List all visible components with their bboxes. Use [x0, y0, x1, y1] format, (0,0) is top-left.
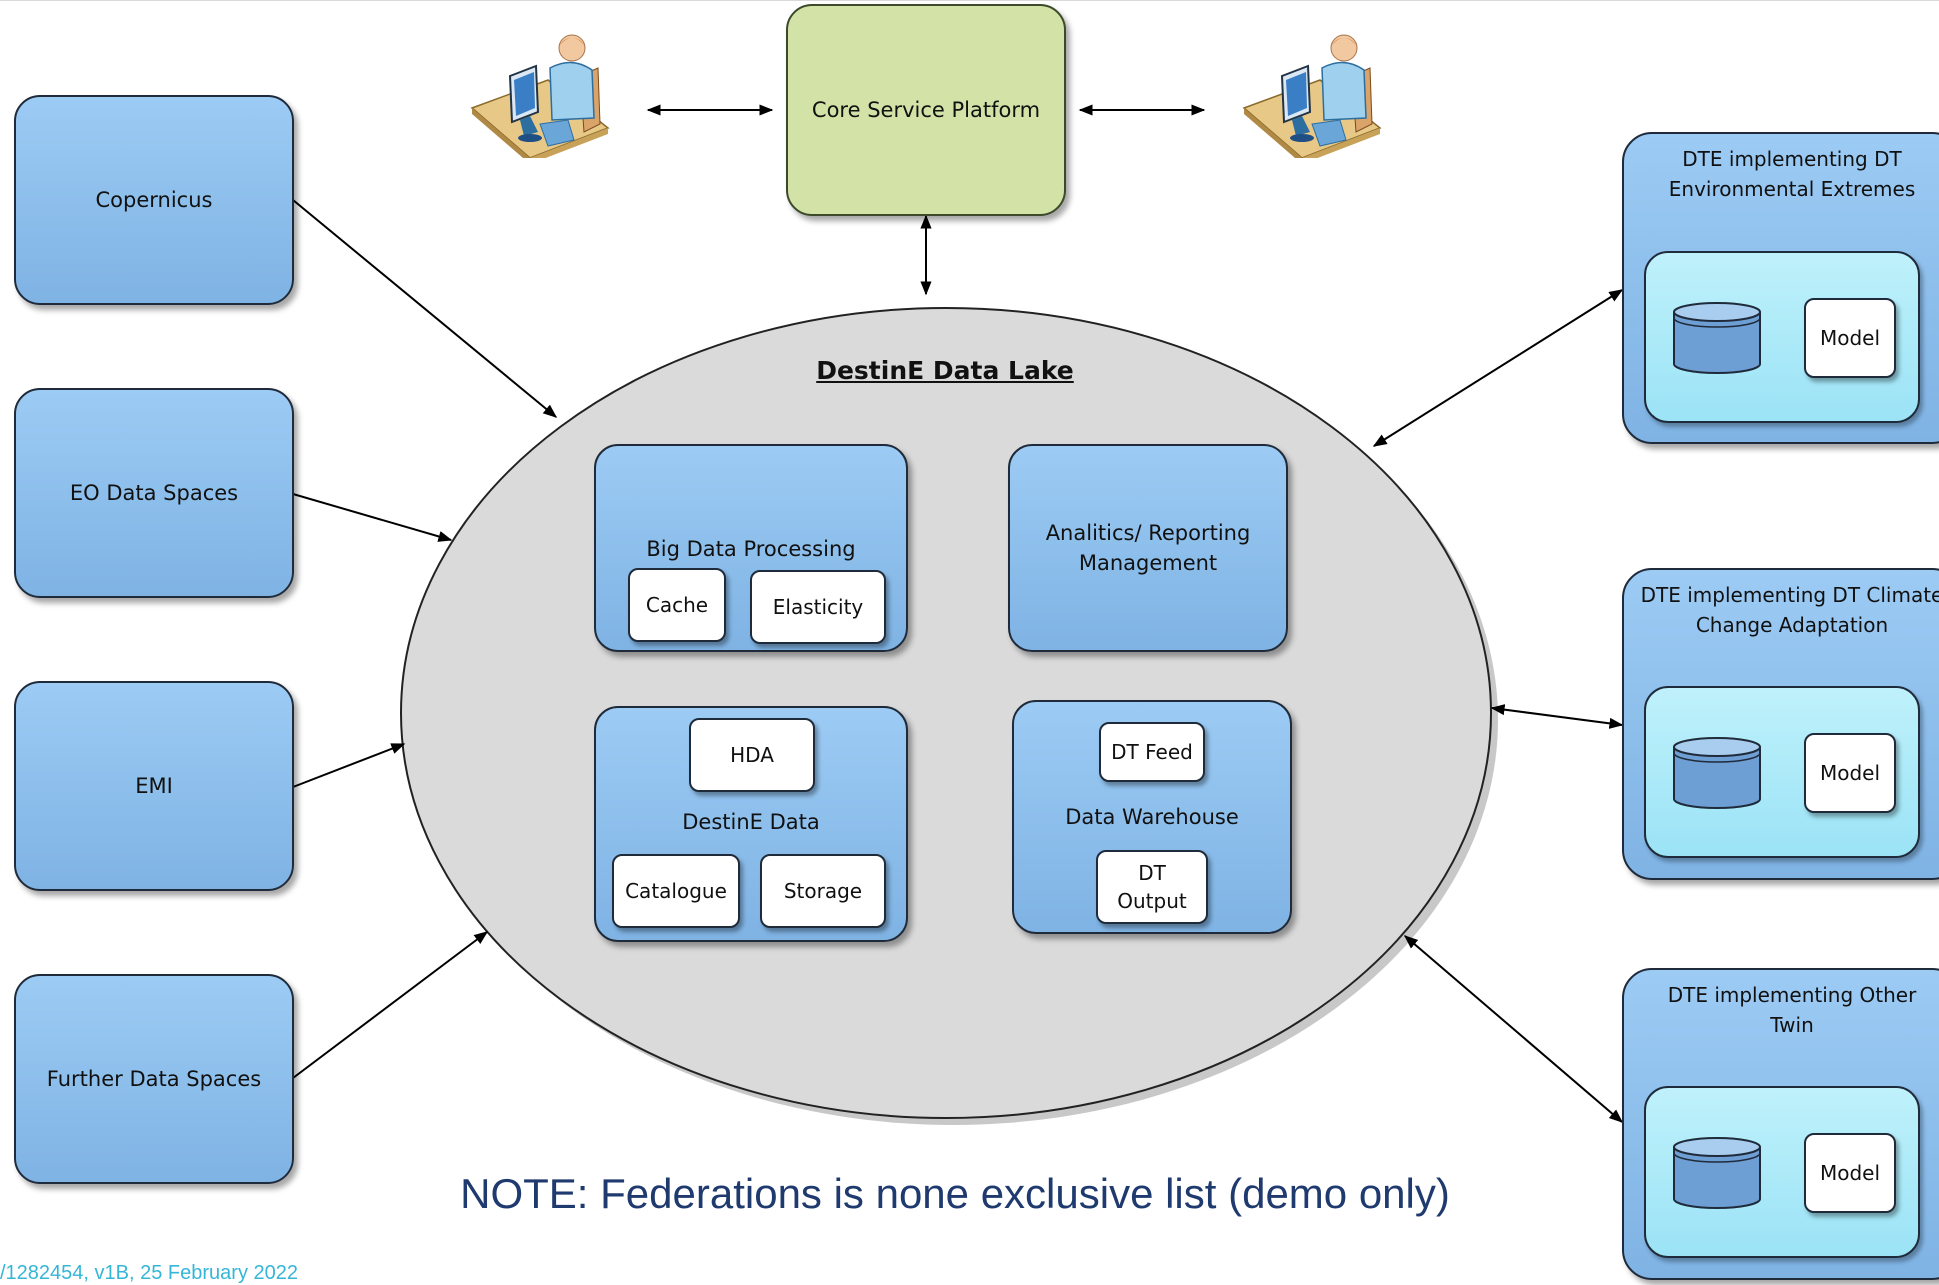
arrow-further-lake — [292, 931, 489, 1079]
dt-feed-chip: DT Feed — [1099, 722, 1205, 782]
dt-output-line1: DT — [1138, 861, 1166, 885]
dte-3-title-line1: DTE implementing Other — [1667, 983, 1917, 1007]
footer-reference: /1282454, v1B, 25 February 2022 — [0, 1262, 298, 1284]
dte-1-title-line1: DTE implementing DT — [1682, 147, 1902, 171]
model-chip-3: Model — [1804, 1133, 1896, 1213]
emi-box: EMI — [14, 681, 294, 891]
arrow-lake-dte2 — [1490, 704, 1624, 729]
core-service-platform-box: Core Service Platform — [786, 4, 1066, 216]
user-at-computer-icon — [1242, 34, 1382, 158]
dte-3-title: DTE implementing Other Twin — [1622, 980, 1939, 1040]
copernicus-box: Copernicus — [14, 95, 294, 305]
copernicus-label: Copernicus — [95, 188, 213, 212]
model-chip-1: Model — [1804, 298, 1896, 378]
destine-data-label: DestinE Data — [682, 810, 820, 834]
dt-output-chip: DT Output — [1096, 850, 1208, 924]
elasticity-chip: Elasticity — [750, 570, 886, 644]
top-divider — [0, 0, 1939, 1]
core-service-platform-label: Core Service Platform — [811, 98, 1041, 122]
emi-label: EMI — [135, 774, 173, 798]
dte-1-title-line2: Environmental Extremes — [1668, 177, 1916, 201]
dte-3-title-line2: Twin — [1770, 1013, 1814, 1037]
hda-chip: HDA — [689, 718, 815, 792]
model-chip-2: Model — [1804, 733, 1896, 813]
data-lake-ellipse — [400, 307, 1492, 1119]
dte-2-title: DTE implementing DT Climate Change Adapt… — [1622, 580, 1939, 640]
user-at-computer-icon — [470, 34, 610, 158]
database-icon — [1673, 1137, 1761, 1209]
database-icon — [1673, 737, 1761, 809]
data-warehouse-label: Data Warehouse — [1065, 805, 1239, 829]
dt-output-line2: Output — [1117, 889, 1187, 913]
eo-data-spaces-box: EO Data Spaces — [14, 388, 294, 598]
further-data-spaces-box: Further Data Spaces — [14, 974, 294, 1184]
arrow-copernicus-lake — [292, 199, 558, 418]
big-data-processing-label: Big Data Processing — [646, 537, 856, 561]
analytics-reporting-box: Analitics/ Reporting Management — [1008, 444, 1288, 652]
data-lake-title: DestinE Data Lake — [816, 356, 1074, 385]
database-icon — [1673, 302, 1761, 374]
cache-chip: Cache — [628, 568, 726, 642]
analytics-label-line2: Management — [1078, 551, 1218, 575]
arrow-eo-lake — [292, 493, 453, 542]
arrow-emi-lake — [292, 743, 406, 788]
further-data-spaces-label: Further Data Spaces — [46, 1067, 262, 1091]
note-text: NOTE: Federations is none exclusive list… — [460, 1170, 1450, 1217]
catalogue-chip: Catalogue — [612, 854, 740, 928]
dte-1-title: DTE implementing DT Environmental Extrem… — [1622, 144, 1939, 204]
dte-2-title-line2: Change Adaptation — [1695, 613, 1889, 637]
analytics-label-line1: Analitics/ Reporting — [1045, 521, 1251, 545]
arrow-lake-dte3 — [1403, 935, 1624, 1123]
storage-chip: Storage — [760, 854, 886, 928]
dte-2-title-line1: DTE implementing DT Climate — [1640, 583, 1939, 607]
arrow-lake-dte1 — [1372, 289, 1624, 447]
eo-data-spaces-label: EO Data Spaces — [69, 481, 239, 505]
